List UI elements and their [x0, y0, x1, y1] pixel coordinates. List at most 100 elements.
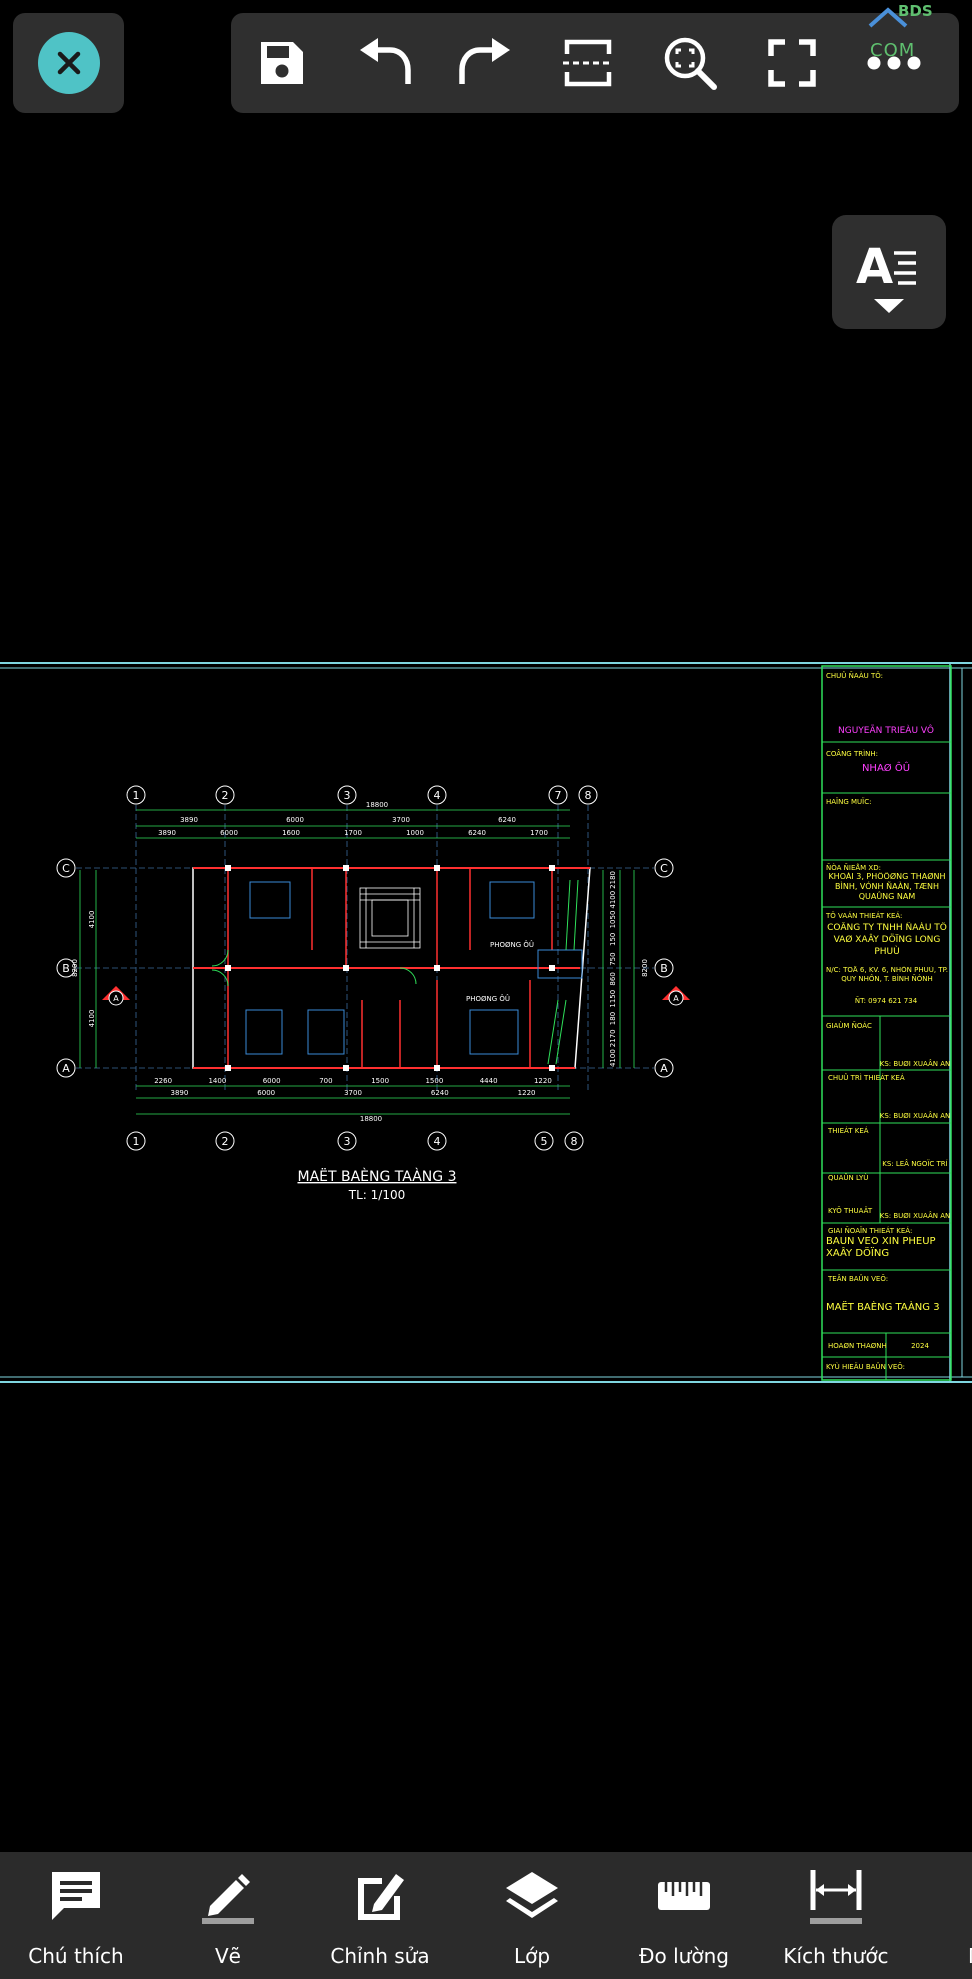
column	[434, 865, 440, 871]
save-button[interactable]	[231, 13, 333, 113]
dimension-label: 6240	[468, 829, 486, 837]
svg-text:2: 2	[222, 789, 229, 802]
tb-manager-label: QUAÛN LYÙ	[828, 1173, 868, 1182]
undo-button[interactable]	[333, 13, 435, 113]
tb-code-label: KYÙ HIEÄU BAÛN VEÕ:	[826, 1362, 905, 1371]
room-label: PHOØNG ÔÛ	[490, 940, 534, 949]
dimension-tool-label: Kích thước	[783, 1944, 889, 1968]
annotation-tool[interactable]: Chú thích	[0, 1852, 152, 1979]
column	[343, 965, 349, 971]
dimension-label: 2170	[609, 1029, 617, 1047]
svg-text:C: C	[62, 862, 70, 875]
dimension-label: 3700	[344, 1089, 362, 1097]
tb-stage-value: BAÛN VEÕ XIN PHEÙP XAÂY DÖÏNG	[826, 1236, 936, 1259]
column	[434, 1065, 440, 1071]
cad-drawing[interactable]: CHUÛ ÑAÀU TÖ: NGUYEÃN TRIEÀU VÔ COÂNG TR…	[0, 660, 972, 1385]
chevron-down-icon	[874, 299, 904, 313]
layers-tool[interactable]: Lớp	[456, 1852, 608, 1979]
dimension-label: 4100	[609, 1049, 617, 1067]
draw-tool[interactable]: Vẽ	[152, 1852, 304, 1979]
comment-icon	[52, 1872, 100, 1920]
section-marker-label: A	[673, 994, 679, 1003]
tb-location-label: ÑÒA ÑIEÅM XD:	[826, 863, 881, 872]
tb-sheet-value: MAËT BAÈNG TAÀNG 3	[826, 1300, 940, 1313]
axis-bubble-bottom: 1	[126, 1131, 146, 1151]
axis-bubble-right: C	[654, 858, 674, 878]
dimension-label: 4100	[88, 911, 96, 929]
svg-text:7: 7	[555, 789, 562, 802]
tb-manager-name: KS: LEÂ NGOÏC TRÍ	[882, 1159, 948, 1168]
column	[434, 965, 440, 971]
tb-drafter-label: KYÕ THUAÄT	[828, 1206, 873, 1215]
zoom-extents-button[interactable]	[639, 13, 741, 113]
edit-tool[interactable]: Chỉnh sửa	[304, 1852, 456, 1979]
dimension-label: 150	[609, 933, 617, 946]
axis-bubble-top: 4	[427, 785, 447, 805]
dimension-label: 180	[609, 1012, 617, 1025]
tb-location-value: KHOÁI 3, PHÖÔØNG THAØNH BÌNH, VÓNH ÑAÀN,…	[828, 872, 946, 901]
dimension-label: 8200	[641, 959, 649, 977]
svg-text:A: A	[62, 1062, 70, 1075]
watermark-bottom: COM	[870, 40, 916, 61]
svg-text:8: 8	[585, 789, 592, 802]
tb-design-lead-name: KS: BUØI XUAÂN AN	[880, 1059, 951, 1068]
fullscreen-button[interactable]	[741, 13, 843, 113]
svg-text:4: 4	[434, 789, 441, 802]
tb-done-value: 2024	[911, 1342, 929, 1350]
dimension-label: 6000	[286, 816, 304, 824]
dimension-label: 1220	[534, 1077, 552, 1085]
tb-director-label: GIAÙM ÑOÁC	[826, 1021, 872, 1030]
close-button[interactable]	[37, 32, 100, 94]
dimension-label: 750	[609, 952, 617, 965]
axis-bubble-top: 7	[548, 785, 568, 805]
annotation-tool-label: Chú thích	[28, 1944, 124, 1968]
dimension-label: 2180	[609, 871, 617, 889]
tb-stage-label: GIAI ÑOAÏN THIEÁT KEÁ:	[828, 1226, 912, 1235]
dimension-label: 1050	[609, 911, 617, 929]
undo-icon	[360, 38, 411, 84]
svg-text:8: 8	[571, 1135, 578, 1148]
tb-consultant-value: COÂNG TY TNHH ÑAÀU TÖ VAØ XAÂY DÖÏNG LON…	[827, 923, 947, 957]
dimension-label: 6000	[220, 829, 238, 837]
house-icon	[868, 7, 908, 28]
axis-bubble-top: 1	[126, 785, 146, 805]
layers-icon	[506, 1872, 558, 1918]
svg-text:3: 3	[344, 1135, 351, 1148]
svg-text:5: 5	[541, 1135, 548, 1148]
close-button-panel	[13, 13, 124, 113]
dimension-label: 2260	[154, 1077, 172, 1085]
text-style-icon: A	[856, 239, 916, 295]
svg-text:C: C	[660, 862, 668, 875]
section-button[interactable]	[537, 13, 639, 113]
edit-tool-label: Chỉnh sửa	[330, 1944, 430, 1968]
axis-bubble-top: 8	[578, 785, 598, 805]
text-style-button[interactable]: A	[832, 215, 946, 329]
dimension-label: 1500	[371, 1077, 389, 1085]
axis-bubble-left: A	[56, 1058, 76, 1078]
redo-button[interactable]	[435, 13, 537, 113]
tb-done-label: HOAØN THAØNH	[828, 1342, 887, 1350]
dimension-tool[interactable]: Kích thước	[760, 1852, 912, 1979]
tb-sheet-label: TEÂN BAÛN VEÕ:	[827, 1274, 888, 1283]
fullscreen-icon	[768, 39, 816, 87]
axis-bubble-right: B	[654, 958, 674, 978]
title-block: CHUÛ ÑAÀU TÖ: NGUYEÃN TRIEÀU VÔ COÂNG TR…	[821, 665, 952, 1381]
dimension-label: 700	[319, 1077, 332, 1085]
axis-bubble-left: B	[56, 958, 76, 978]
drawing-canvas[interactable]: CHUÛ ÑAÀU TÖ: NGUYEÃN TRIEÀU VÔ COÂNG TR…	[0, 660, 972, 1385]
more-tool[interactable]: M	[912, 1852, 972, 1979]
column	[225, 965, 231, 971]
measure-tool[interactable]: Đo lường	[608, 1852, 760, 1979]
draw-tool-label: Vẽ	[215, 1944, 241, 1968]
dimension-label: 1220	[518, 1089, 536, 1097]
column	[549, 865, 555, 871]
dimension-label: 860	[609, 972, 617, 985]
dimension-label: 1600	[282, 829, 300, 837]
tb-consultant-label: TÖ VAÁN THIEÁT KEÁ:	[825, 911, 902, 920]
more-button[interactable]	[843, 13, 945, 113]
walls	[192, 867, 591, 1069]
tb-category-label: HAÏNG MUÏC:	[826, 797, 871, 806]
tb-owner-name: NGUYEÃN TRIEÀU VÔ	[838, 724, 934, 736]
watermark-logo: BDS COM	[868, 2, 968, 62]
